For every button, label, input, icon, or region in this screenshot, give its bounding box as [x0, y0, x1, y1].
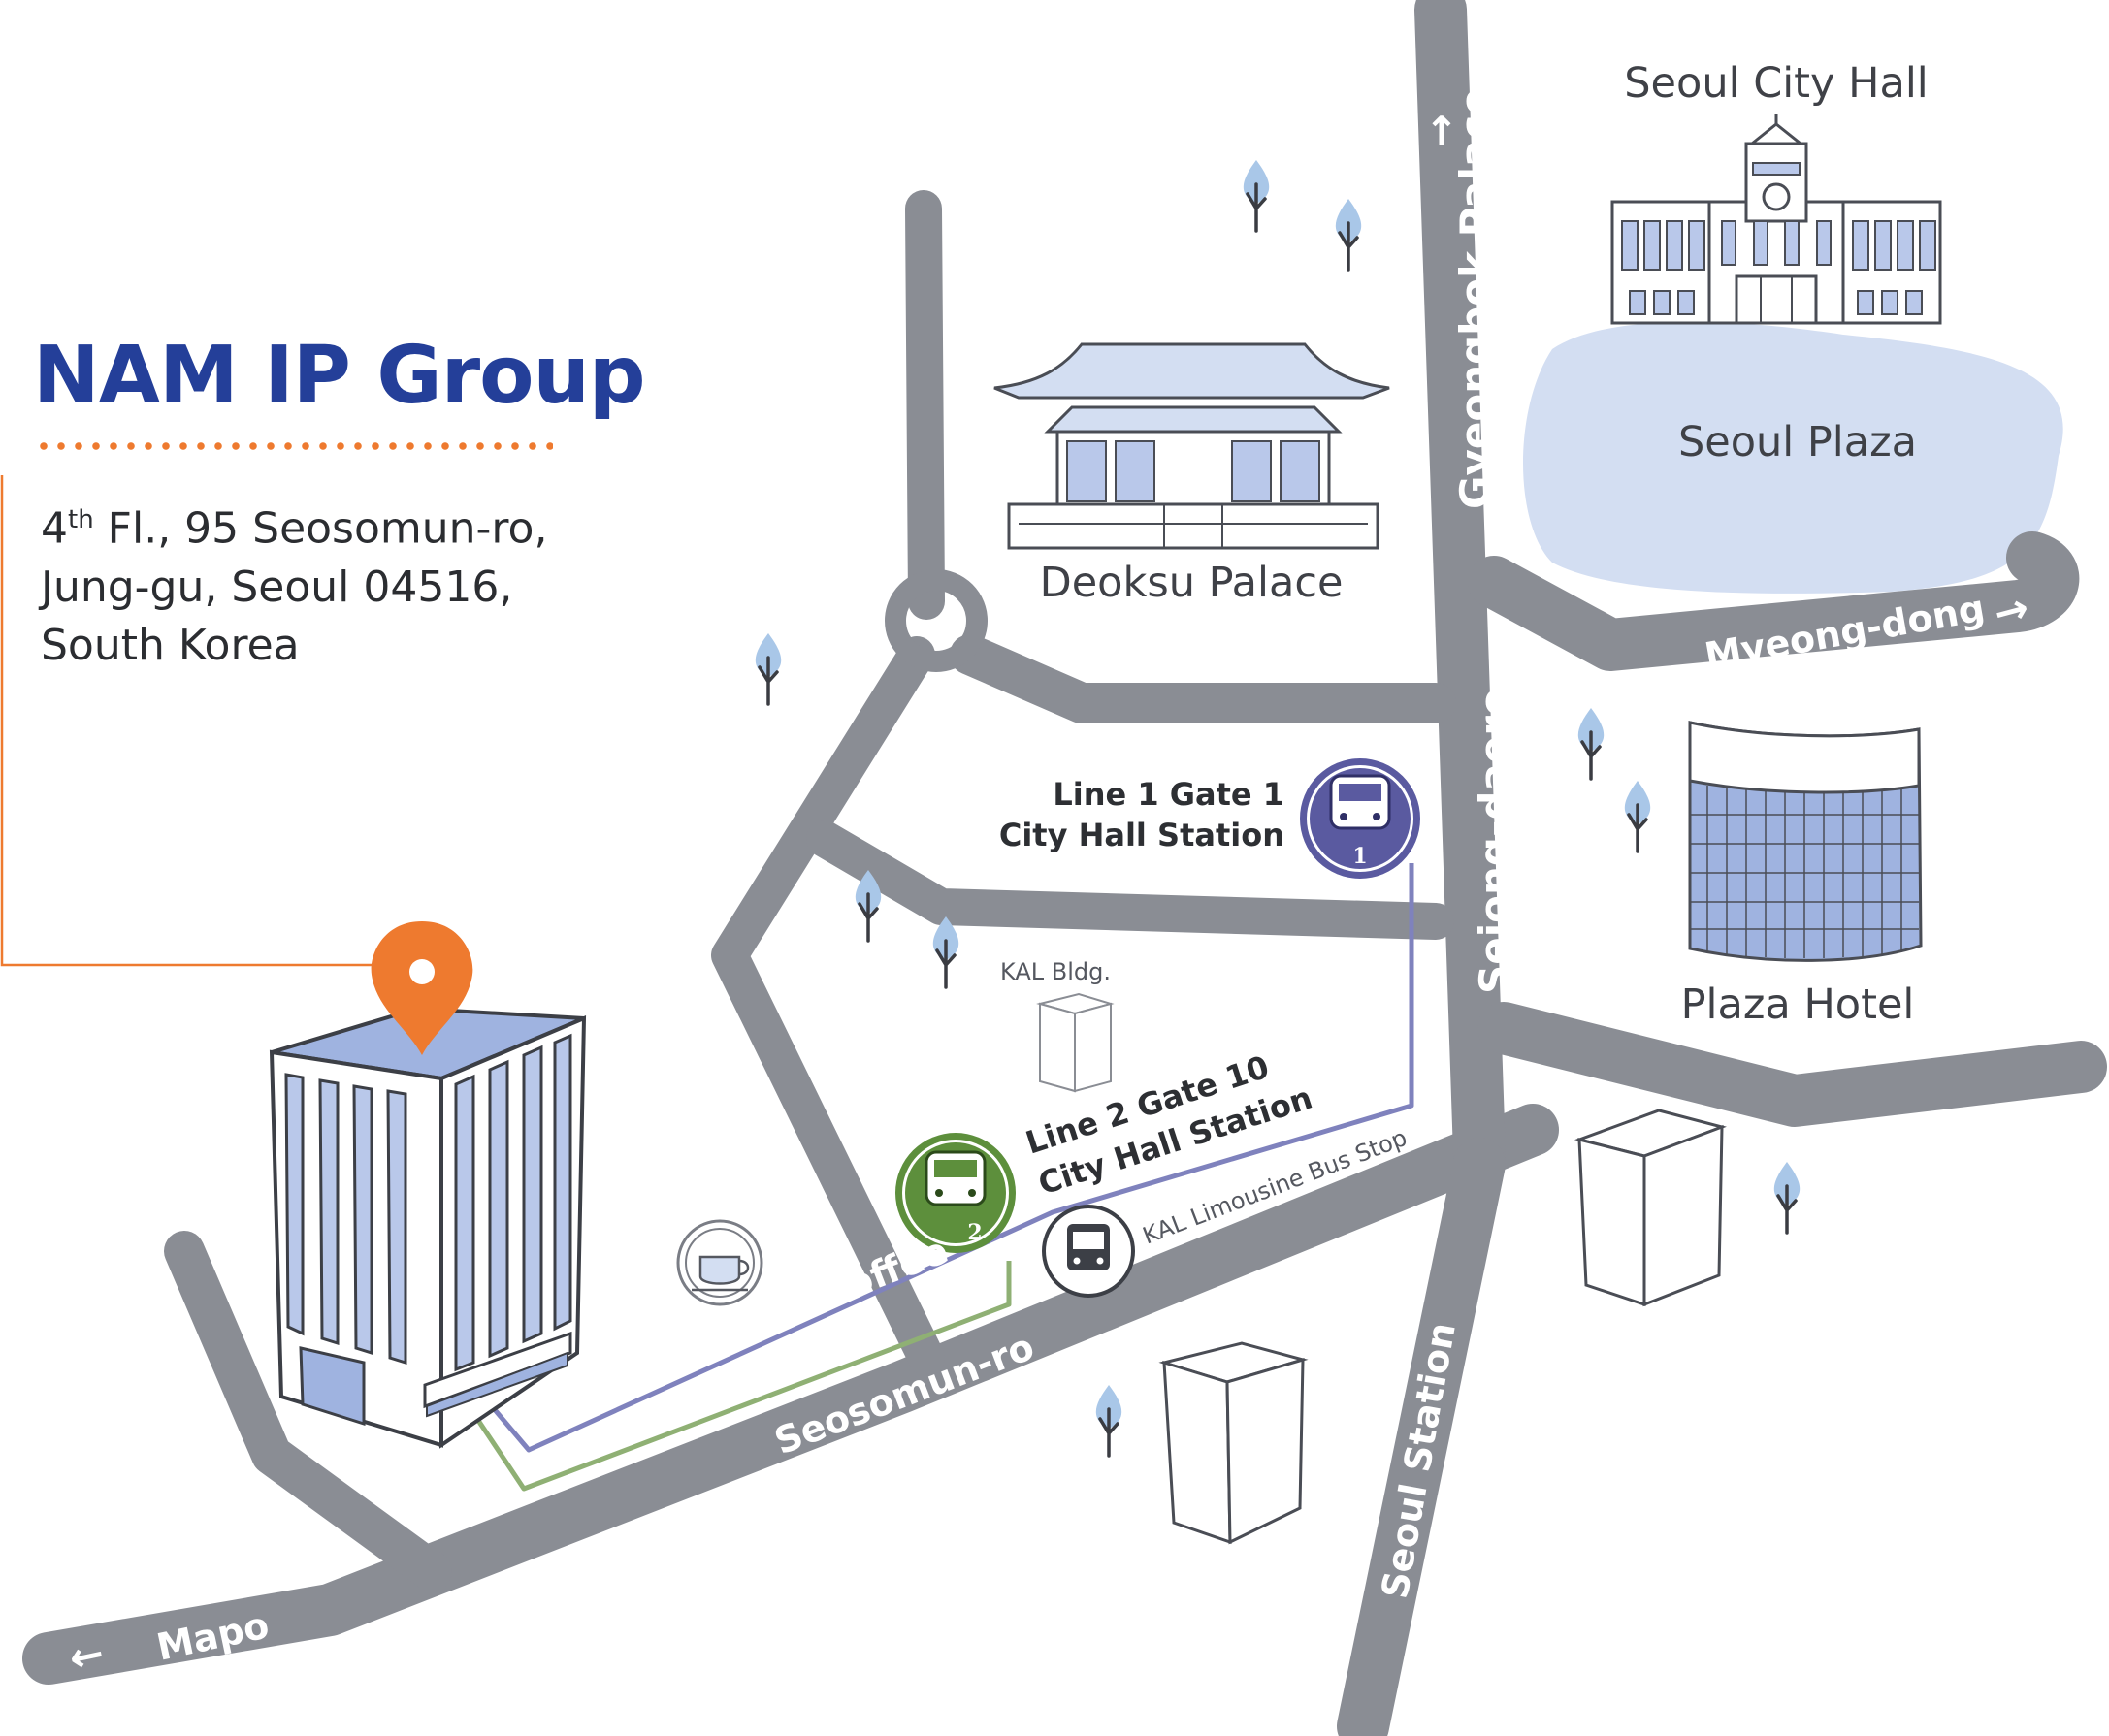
tree-icon	[1095, 1385, 1122, 1458]
road-network	[22, 0, 2107, 1736]
line2-number: 2	[967, 1220, 982, 1245]
label-line1-gate: Line 1 Gate 1	[1053, 776, 1284, 813]
address-connector-line	[0, 475, 373, 967]
line2-station-icon: 2	[895, 1133, 1016, 1253]
address-line-2: Jung-gu, Seoul 04516,	[41, 562, 513, 612]
coffee-cup-icon	[676, 1219, 763, 1306]
tree-icon	[1335, 199, 1362, 272]
road-label-gyeongbok: Gyeongbok Palace	[1451, 87, 1499, 509]
deoksu-palace-building	[993, 342, 1390, 550]
company-logo: NAM IP Group	[33, 330, 646, 422]
line1-number: 1	[1352, 844, 1367, 869]
road-label-sejong: Sejong-daero	[1471, 688, 1518, 994]
line2-walking-route	[472, 1261, 1012, 1492]
label-line1-station: City Hall Station	[999, 817, 1284, 853]
tree-icon	[1577, 708, 1605, 781]
gyeongbok-arrow-icon: ↑	[1424, 108, 1458, 155]
tree-icon	[1624, 781, 1651, 853]
train-icon	[1329, 774, 1391, 830]
company-address: 4th Fl., 95 Seosomun-ro, Jung-gu, Seoul …	[41, 491, 547, 675]
label-seoul-plaza: Seoul Plaza	[1678, 418, 1917, 466]
label-kal-bldg: KAL Bldg.	[1000, 958, 1111, 985]
road-label-seoul-station: Seoul Station	[1374, 1319, 1464, 1601]
tree-icon	[932, 916, 959, 989]
train-icon	[925, 1150, 987, 1206]
kal-building	[1036, 992, 1115, 1093]
tree-icon	[1243, 160, 1270, 233]
dotted-divider	[35, 442, 553, 450]
seoul-plaza-area	[1523, 321, 2063, 594]
building-right	[1574, 1109, 1727, 1307]
building-bottom	[1158, 1341, 1309, 1545]
tree-icon	[755, 633, 782, 706]
city-hall-building	[1610, 114, 1942, 325]
line1-station-icon: 1	[1300, 758, 1420, 879]
tree-icon	[1773, 1162, 1801, 1235]
seoul-station-arrow-icon: ←	[1319, 1609, 1372, 1651]
address-line-1: 4th Fl., 95 Seosomun-ro,	[41, 503, 548, 554]
label-deoksu-palace: Deoksu Palace	[1040, 559, 1344, 607]
label-plaza-hotel: Plaza Hotel	[1681, 981, 1915, 1029]
bus-icon	[1067, 1224, 1110, 1270]
label-city-hall: Seoul City Hall	[1624, 59, 1928, 108]
bus-stop-icon	[1042, 1205, 1135, 1298]
location-pin-icon	[371, 921, 473, 1055]
plaza-hotel-building	[1688, 721, 1923, 962]
address-line-3: South Korea	[41, 620, 300, 670]
tree-icon	[855, 870, 882, 943]
line1-walking-route	[473, 863, 1414, 1453]
office-building	[269, 1006, 587, 1449]
